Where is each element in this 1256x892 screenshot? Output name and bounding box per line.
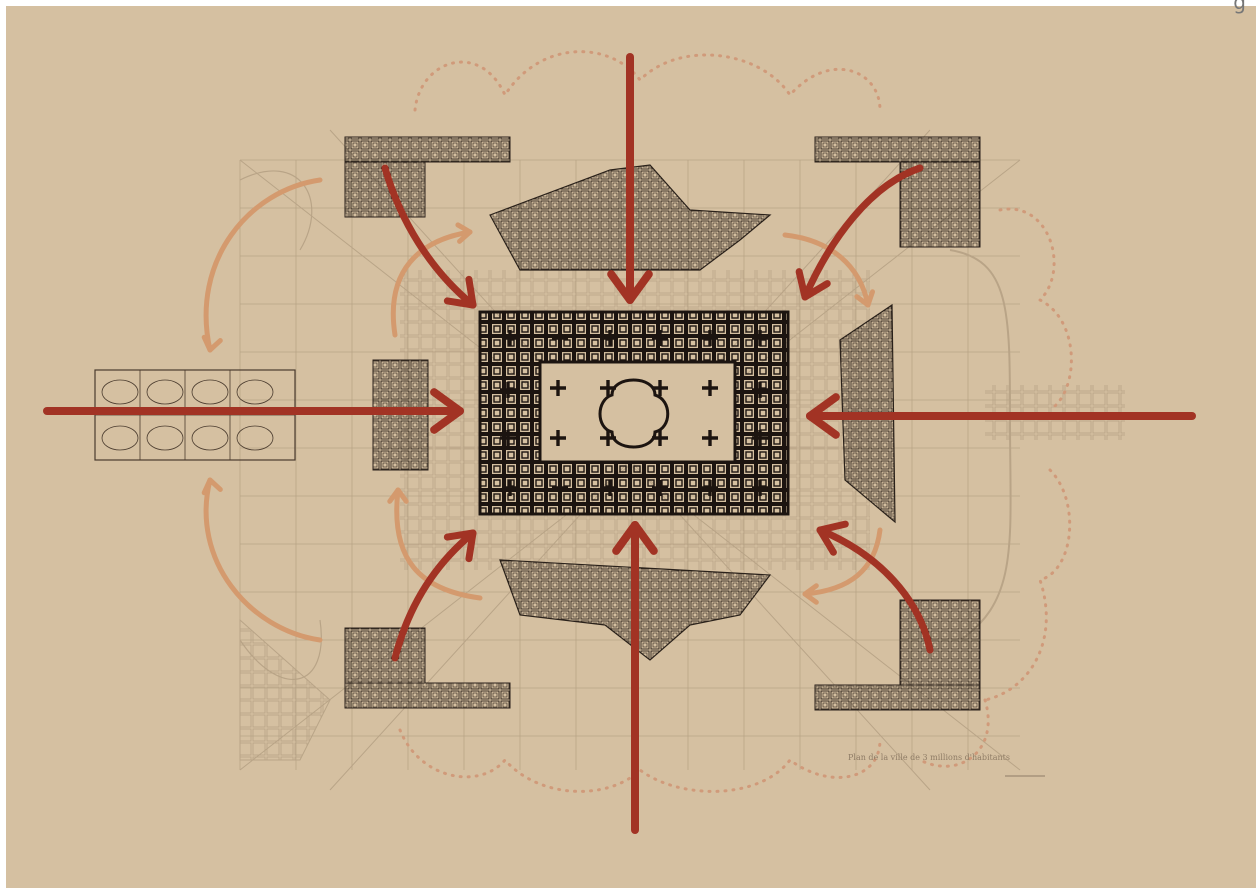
- southwest-housing-column: [345, 628, 425, 683]
- northwest-housing-row: [345, 137, 510, 162]
- corner-text: g: [1233, 0, 1246, 14]
- central-business-district: [480, 312, 788, 514]
- southeast-housing-column: [900, 600, 980, 685]
- southwest-housing-row: [345, 683, 510, 708]
- northeast-housing-row: [815, 137, 980, 162]
- plan-caption: Plan de la ville de 3 millions d'habitan…: [848, 753, 1010, 762]
- southeast-housing-row: [815, 685, 980, 710]
